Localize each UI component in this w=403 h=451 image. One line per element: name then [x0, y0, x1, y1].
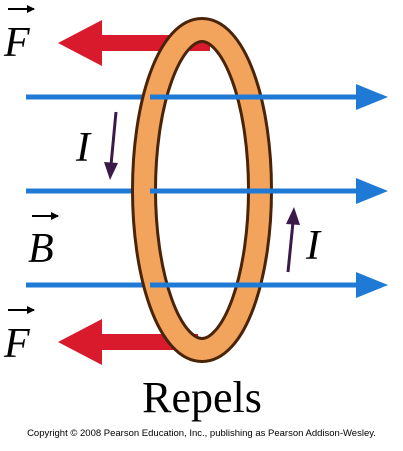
copyright-notice: Copyright © 2008 Pearson Education, Inc.…	[27, 428, 376, 439]
field-line-middle	[150, 178, 388, 204]
svg-text:F: F	[3, 321, 30, 367]
current-arrow-down	[104, 111, 118, 180]
field-line-bottom	[150, 272, 388, 298]
svg-text:F: F	[3, 20, 30, 66]
current-label-left: I	[75, 125, 92, 171]
field-label: B	[28, 212, 59, 272]
force-label-bottom: F	[3, 306, 35, 367]
field-lines-left	[26, 94, 150, 288]
current-arrow-up	[286, 207, 300, 273]
field-lines-right	[150, 84, 388, 298]
field-line-top	[150, 84, 388, 110]
current-label-right: I	[305, 223, 322, 269]
force-label-top: F	[3, 5, 35, 66]
svg-text:B: B	[28, 226, 54, 272]
caption: Repels	[142, 373, 262, 422]
